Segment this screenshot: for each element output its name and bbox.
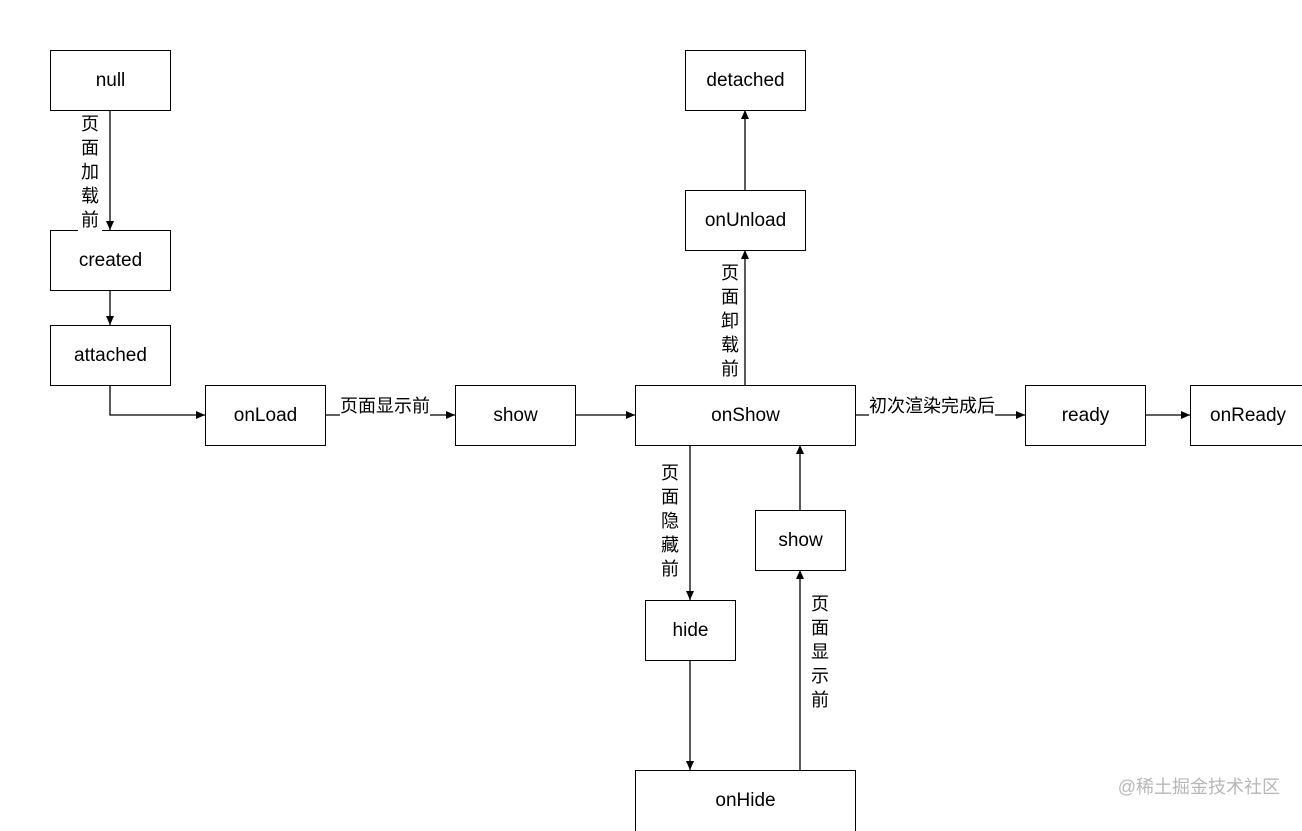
node-hide: hide xyxy=(645,600,736,661)
node-onunload: onUnload xyxy=(685,190,806,251)
edge-label-before-page-unload: 页面卸载前 xyxy=(718,261,742,381)
node-onhide-label: onHide xyxy=(715,790,776,811)
node-onunload-label: onUnload xyxy=(704,209,787,231)
node-show-label: show xyxy=(493,404,538,426)
node-null-label: null xyxy=(95,69,126,91)
node-show-return-label: show xyxy=(778,529,823,551)
node-onready-label: onReady xyxy=(1210,404,1287,426)
node-ready-label: ready xyxy=(1061,404,1110,426)
node-onshow: onShow xyxy=(635,385,856,446)
node-onshow-label: onShow xyxy=(711,404,780,426)
edge-label-before-page-show: 页面显示前 xyxy=(340,395,430,417)
edge-label-after-first-render: 初次渲染完成后 xyxy=(869,395,995,417)
watermark: @稀土掘金技术社区 xyxy=(1117,777,1280,797)
node-onload-label: onLoad xyxy=(233,404,298,426)
edge-label-before-page-show-return: 页面显示前 xyxy=(808,592,832,712)
node-attached: attached xyxy=(50,325,171,386)
node-ready: ready xyxy=(1025,385,1146,446)
edge-label-before-page-load: 页面加载前 xyxy=(78,112,102,232)
node-onload: onLoad xyxy=(205,385,326,446)
node-created: created xyxy=(50,230,171,291)
node-null: null xyxy=(50,50,171,111)
node-onready: onReady xyxy=(1190,385,1302,446)
node-hide-label: hide xyxy=(672,619,709,641)
arrow-attached-to-onload xyxy=(109,385,205,419)
node-onhide: onHide xyxy=(635,770,856,831)
node-created-label: created xyxy=(78,249,143,271)
node-detached-label: detached xyxy=(706,69,785,91)
edge-label-before-page-hide: 页面隐藏前 xyxy=(658,461,682,581)
node-show-return: show xyxy=(755,510,846,571)
node-show: show xyxy=(455,385,576,446)
node-attached-label: attached xyxy=(74,344,147,366)
node-detached: detached xyxy=(685,50,806,111)
